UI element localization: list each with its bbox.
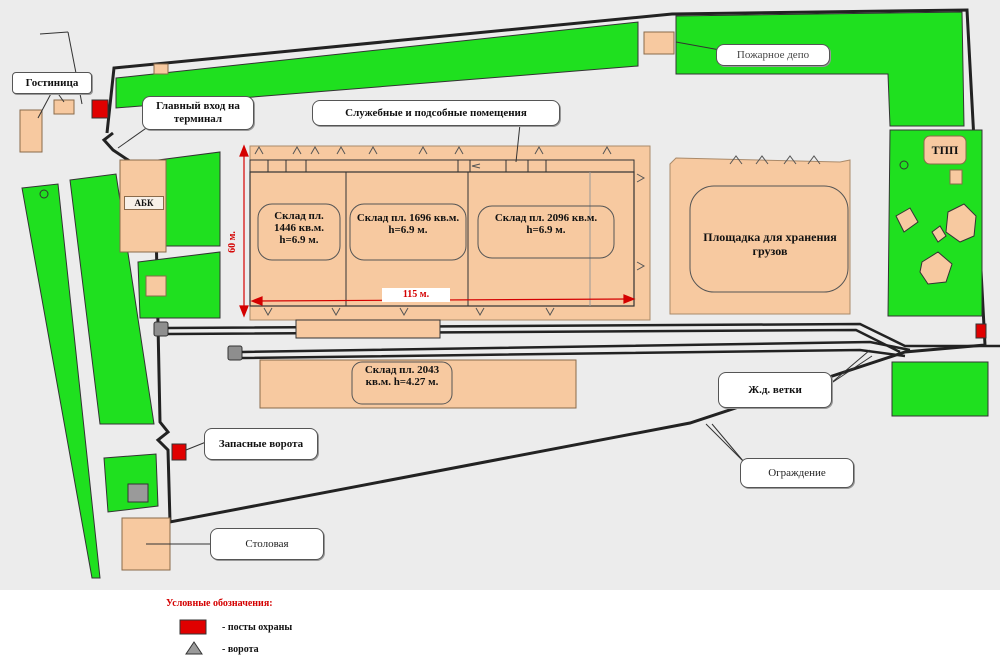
legend-title: Условные обозначения:: [166, 598, 273, 609]
warehouse-2-label-box: [349, 203, 467, 261]
cargo-area-block: [669, 157, 851, 315]
rail-buffer-1: [153, 321, 169, 337]
dimension-label-bg: [382, 288, 450, 302]
guard-post-spare: [171, 443, 187, 461]
warehouse-2-label: Склад пл. 1696 кв.м. h=6.9 м.: [356, 212, 460, 236]
green-zone-mid: [137, 251, 221, 319]
tpp-annex: [949, 169, 963, 185]
warehouse-1-label-box: [257, 203, 341, 261]
legend-gate-symbol: [185, 641, 203, 655]
west-tree: [39, 189, 49, 199]
fire-depot-callout: Пожарное депо: [716, 44, 830, 66]
cargo-area-inner: [689, 185, 849, 293]
abk-label: АБК: [124, 196, 164, 210]
green-zone-southeast: [891, 361, 989, 417]
legend-guard-post-symbol: [179, 619, 207, 635]
warehouse-3-label: Склад пл. 2096 кв.м. h=6.9 м.: [494, 212, 598, 236]
green-zone-near-abk: [157, 151, 221, 247]
warehouse-4-label: Склад пл. 2043 кв.м. h=4.27 м.: [364, 364, 440, 388]
spare-gates-callout: Запасные ворота: [204, 428, 318, 460]
hotel-label: Гостиница: [12, 72, 92, 94]
service-room-dividers: [267, 160, 547, 172]
legend-guard-posts-label: - посты охраны: [222, 622, 293, 633]
loading-platform: [295, 319, 441, 339]
green-zone-south: [103, 453, 159, 513]
hotel-annex-building: [53, 99, 75, 115]
dimension-height-label: 60 м.: [227, 231, 238, 253]
warehouse-4-block: [259, 359, 577, 409]
mid-small-building: [145, 275, 167, 297]
green-zone-northeast: [675, 11, 965, 127]
guard-posts: [91, 99, 987, 461]
tpp-zone-objects: [895, 203, 977, 285]
rail-track-2: [241, 340, 911, 354]
rail-branches-callout: Ж.д. ветки: [718, 372, 832, 408]
east-tree: [899, 160, 909, 170]
tpp-building: [923, 135, 967, 165]
service-rooms-callout: Служебные и подсобные помещения: [312, 100, 560, 126]
north-small-building: [153, 63, 169, 75]
hotel-building: [19, 109, 43, 153]
dimension-width-label: 115 м.: [402, 289, 430, 300]
callout-leaders: [117, 41, 873, 545]
warehouse-gates: [254, 145, 646, 317]
fence-callout: Ограждение: [740, 458, 854, 488]
green-zone-west-strip: [21, 183, 101, 579]
cargo-area-label: Площадка для хранения грузов: [703, 230, 837, 258]
green-zone-north: [115, 21, 639, 109]
rail-buffer-2: [227, 345, 243, 361]
guard-post-main: [91, 99, 109, 119]
legend-gates-label: - ворота: [222, 644, 259, 655]
canteen-callout: Столовая: [210, 528, 324, 560]
south-grey-object: [127, 483, 149, 503]
rail-track-2b: [241, 348, 906, 360]
fire-depot-building: [643, 31, 675, 55]
warehouse-outline: [249, 171, 635, 307]
rail-track-1: [167, 322, 1000, 348]
warehouse-4-label-box: [351, 361, 453, 405]
green-zones: [21, 11, 989, 579]
service-rooms-strip: [249, 159, 635, 173]
guard-post-east: [975, 323, 987, 339]
warehouse-3-label-box: [477, 205, 615, 259]
green-zone-west-wide: [69, 173, 155, 425]
warehouse-1-label: Склад пл. 1446 кв.м. h=6.9 м.: [273, 210, 325, 246]
cargo-gates: [729, 155, 821, 165]
tpp-label: ТПП: [931, 143, 959, 157]
main-entrance-callout: Главный вход на терминал: [142, 96, 254, 130]
